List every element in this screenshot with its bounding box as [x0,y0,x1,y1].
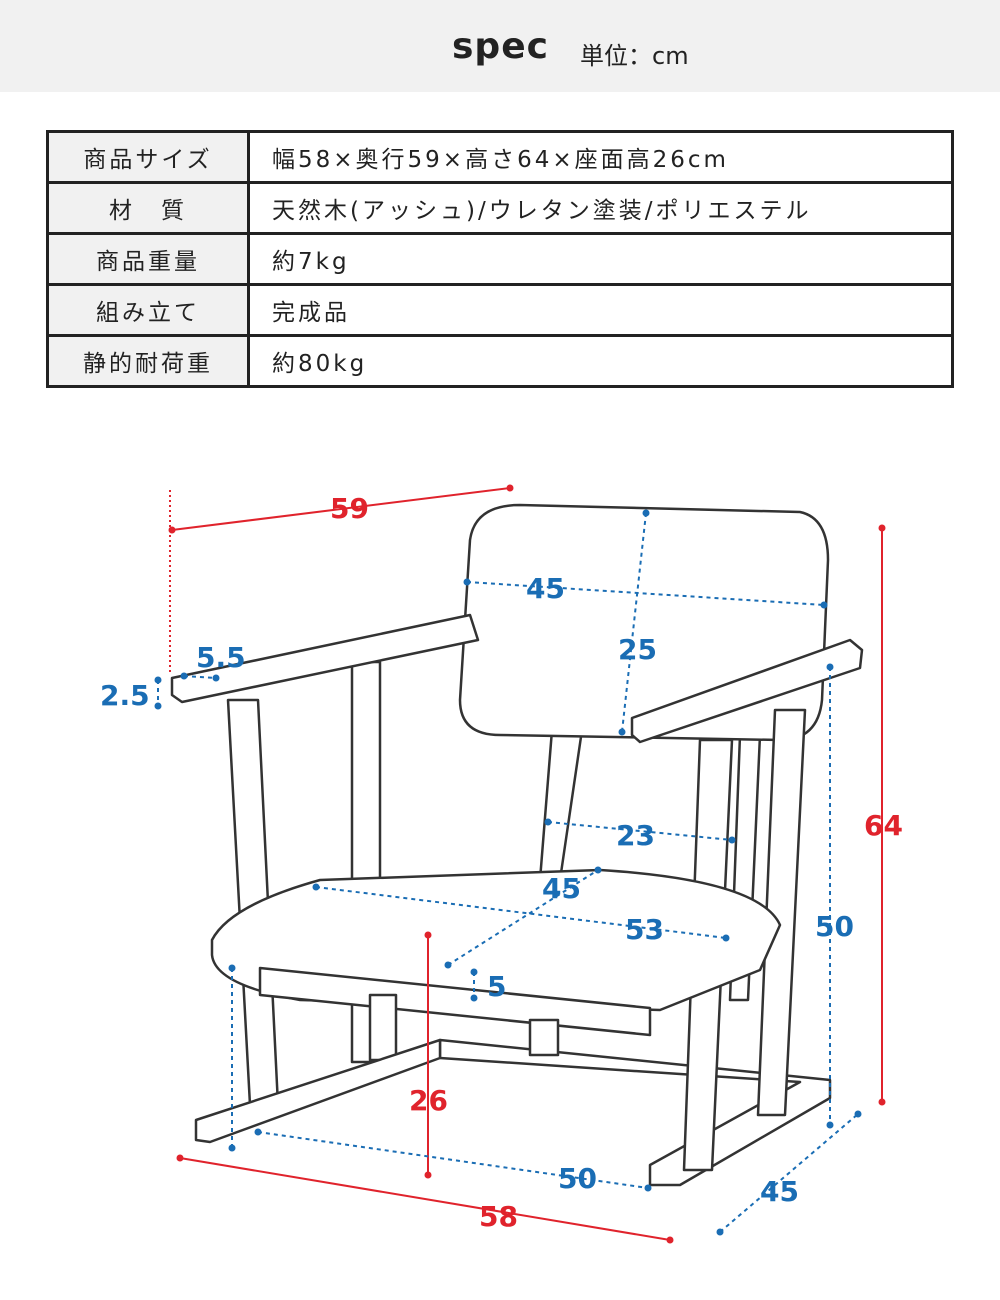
row-value: 約7kg [247,232,954,286]
dim-base-depth: 45 [760,1175,799,1208]
spec-title: spec [452,26,549,67]
seat-support [368,993,398,1062]
spec-header: spec 単位：cm [0,0,1000,92]
row-label: 組み立て [46,283,250,337]
table-row: 商品サイズ幅58×奥行59×高さ64×座面高26cm [46,130,954,184]
row-label: 材 質 [46,181,250,235]
dim-back-height: 25 [618,633,657,666]
seat-support [528,1018,560,1057]
chair-drawing [170,503,864,1187]
dim-base-width: 50 [558,1162,597,1195]
row-label: 商品サイズ [46,130,250,184]
unit-label: 単位：cm [580,42,689,70]
right-armrest [630,638,864,744]
dim-seat-width: 53 [625,913,664,946]
row-label: 商品重量 [46,232,250,286]
table-row: 商品重量約7kg [46,232,954,286]
red-dimension-lines [168,484,886,1244]
row-value: 完成品 [247,283,954,337]
front-base [194,1038,442,1144]
table-row: 組み立て完成品 [46,283,954,337]
dimension-labels: 59 45 25 5.5 2.5 64 23 45 53 50 5 26 50 … [100,492,903,1233]
back-post [538,728,584,882]
dim-height: 64 [864,809,903,842]
row-value: 幅58×奥行59×高さ64×座面高26cm [247,130,954,184]
dim-inner-back-width: 23 [616,819,655,852]
row-value: 天然木(アッシュ)/ウレタン塗装/ポリエステル [247,181,954,235]
table-row: 材 質天然木(アッシュ)/ウレタン塗装/ポリエステル [46,181,954,235]
dim-arm-thickness: 2.5 [100,679,150,712]
blue-dimension-lines [154,509,862,1236]
chair-dimension-diagram: 59 45 25 5.5 2.5 64 23 45 53 50 5 26 50 … [100,484,903,1244]
dim-arm-width: 5.5 [196,641,246,674]
dim-seat-thickness: 5 [487,970,506,1003]
dim-back-width: 45 [526,572,565,605]
left-armrest [170,613,480,704]
seat-cushion [210,868,782,1012]
dim-seat-depth: 45 [542,872,581,905]
rear-right-leg [756,708,807,1117]
dim-seat-height: 26 [409,1084,448,1117]
dim-width: 58 [479,1200,518,1233]
row-value: 約80kg [247,334,954,388]
dim-depth: 59 [330,492,369,525]
dim-arm-height: 50 [815,910,854,943]
spec-table: 商品サイズ幅58×奥行59×高さ64×座面高26cm 材 質天然木(アッシュ)/… [46,130,954,388]
seat-frame [258,966,652,1037]
table-row: 静的耐荷重約80kg [46,334,954,388]
row-label: 静的耐荷重 [46,334,250,388]
